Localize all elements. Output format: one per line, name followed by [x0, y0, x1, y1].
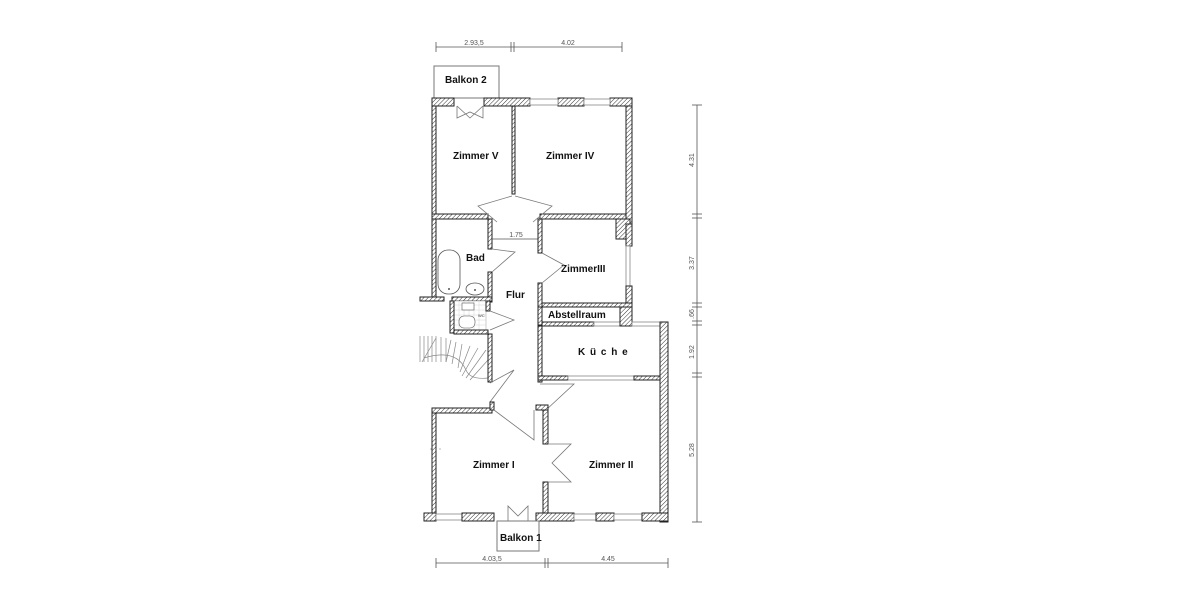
room-zimmer-i: Zimmer I [423, 401, 575, 522]
dim-top-2: 4.02 [561, 40, 575, 47]
dim-bottom-2: 4.45 [601, 556, 615, 563]
room-label-balkon-2: Balkon 2 [445, 75, 487, 86]
dim-right-1: 4.31 [689, 153, 696, 167]
dim-bottom-1: 4.03,5 [482, 556, 502, 563]
dimension-bottom: 4.03,5 4.45 [435, 556, 669, 568]
dim-right-5: 5.28 [689, 443, 696, 457]
wc-label: WC [478, 313, 485, 318]
door-zimmer-ii-internal [548, 443, 572, 483]
room-label-zimmer-i: Zimmer I [473, 460, 515, 471]
room-wc: WC [449, 300, 491, 335]
wall-zimmer-i-ii [542, 407, 549, 445]
room-zimmer-ii: Zimmer II [573, 460, 669, 522]
walls-top-block [431, 97, 633, 240]
balkon-2: Balkon 2 [433, 65, 500, 99]
room-label-zimmer-ii: Zimmer II [589, 460, 634, 471]
room-abstellraum: Abstellraum [537, 306, 661, 327]
wall-stair [487, 333, 493, 383]
door-balkon-2 [456, 105, 484, 119]
door-zimmer-i [493, 409, 535, 441]
door-zimmer-iv [514, 195, 553, 223]
room-label-balkon-1: Balkon 1 [500, 533, 542, 544]
room-label-bad: Bad [466, 253, 485, 264]
room-label-flur: Flur [506, 290, 525, 301]
room-zimmer-iii: ZimmerIII [537, 218, 633, 308]
room-label-kueche: K ü c h e [578, 347, 629, 358]
door-stair [489, 369, 515, 403]
door-kueche [540, 383, 576, 411]
dimension-right: 4.31 3.37 .66 1.92 5.28 [689, 104, 702, 523]
room-label-zimmer-iv: Zimmer IV [546, 151, 595, 162]
door-zimmer-iii [541, 252, 565, 284]
dim-top-1: 2.93,5 [464, 40, 484, 47]
dim-right-2: 3.37 [689, 256, 696, 270]
balkon-1: Balkon 1 [496, 520, 542, 552]
room-bad: Bad [419, 218, 493, 303]
room-kueche: K ü c h e [537, 321, 669, 523]
room-flur: 1.75 Flur [492, 232, 540, 301]
room-label-zimmer-iii: ZimmerIII [561, 264, 606, 275]
dim-right-4: 1.92 [689, 345, 696, 359]
room-label-zimmer-v: Zimmer V [453, 151, 499, 162]
dimension-top: 2.93,5 4.02 [435, 40, 623, 52]
dim-right-3: .66 [689, 309, 696, 319]
dim-flur-width: 1.75 [509, 232, 523, 239]
door-bad [491, 248, 516, 273]
door-wc [489, 310, 516, 331]
door-balkon-1 [507, 505, 529, 521]
door-zimmer-v [477, 195, 513, 223]
staircase [419, 336, 489, 381]
room-label-abstellraum: Abstellraum [548, 310, 606, 321]
